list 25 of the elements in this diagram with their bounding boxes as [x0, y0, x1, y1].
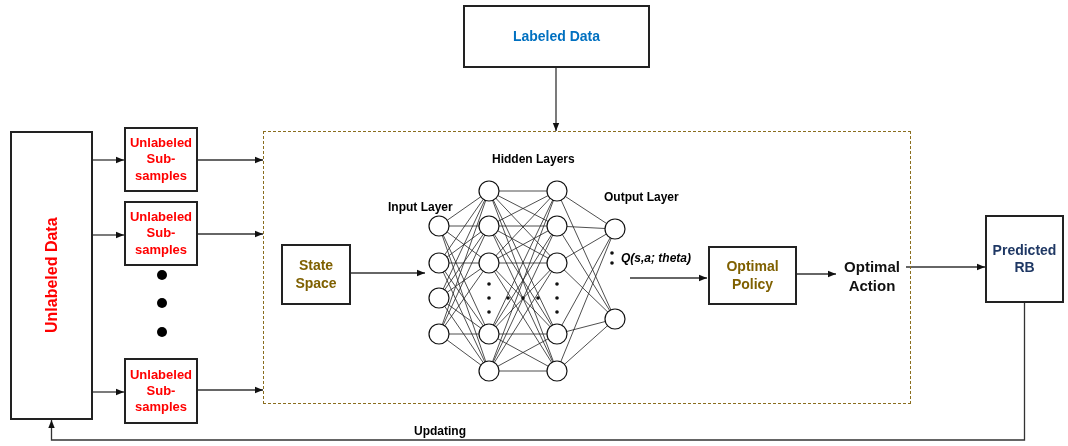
arrow	[48, 302, 1026, 441]
result-box: Predicted RB	[985, 215, 1064, 303]
sample-box: Unlabeled Sub-samples	[124, 127, 198, 192]
data-box: Labeled Data	[463, 5, 650, 68]
edge-label: Updating	[414, 424, 466, 438]
layer-label: Hidden Layers	[492, 152, 575, 166]
process-box: State Space	[281, 244, 351, 305]
arrow	[197, 156, 264, 164]
arrow	[552, 67, 560, 132]
output-text: Optimal Action	[837, 257, 907, 297]
layer-label: Input Layer	[388, 200, 453, 214]
edge-label: Q(s,a; theta)	[621, 251, 691, 265]
dashed-group-box	[263, 131, 911, 404]
arrow	[92, 156, 125, 164]
layer-label: Output Layer	[604, 190, 679, 204]
arrow	[197, 230, 264, 238]
arrow	[905, 263, 986, 271]
sample-box: Unlabeled Sub-samples	[124, 201, 198, 266]
arrow	[92, 388, 125, 396]
data-box: Unlabeled Data	[10, 131, 93, 420]
sample-box: Unlabeled Sub-samples	[124, 358, 198, 424]
process-box: Optimal Policy	[708, 246, 797, 305]
arrow	[197, 386, 264, 394]
arrow	[92, 231, 125, 239]
arrow	[629, 274, 708, 282]
